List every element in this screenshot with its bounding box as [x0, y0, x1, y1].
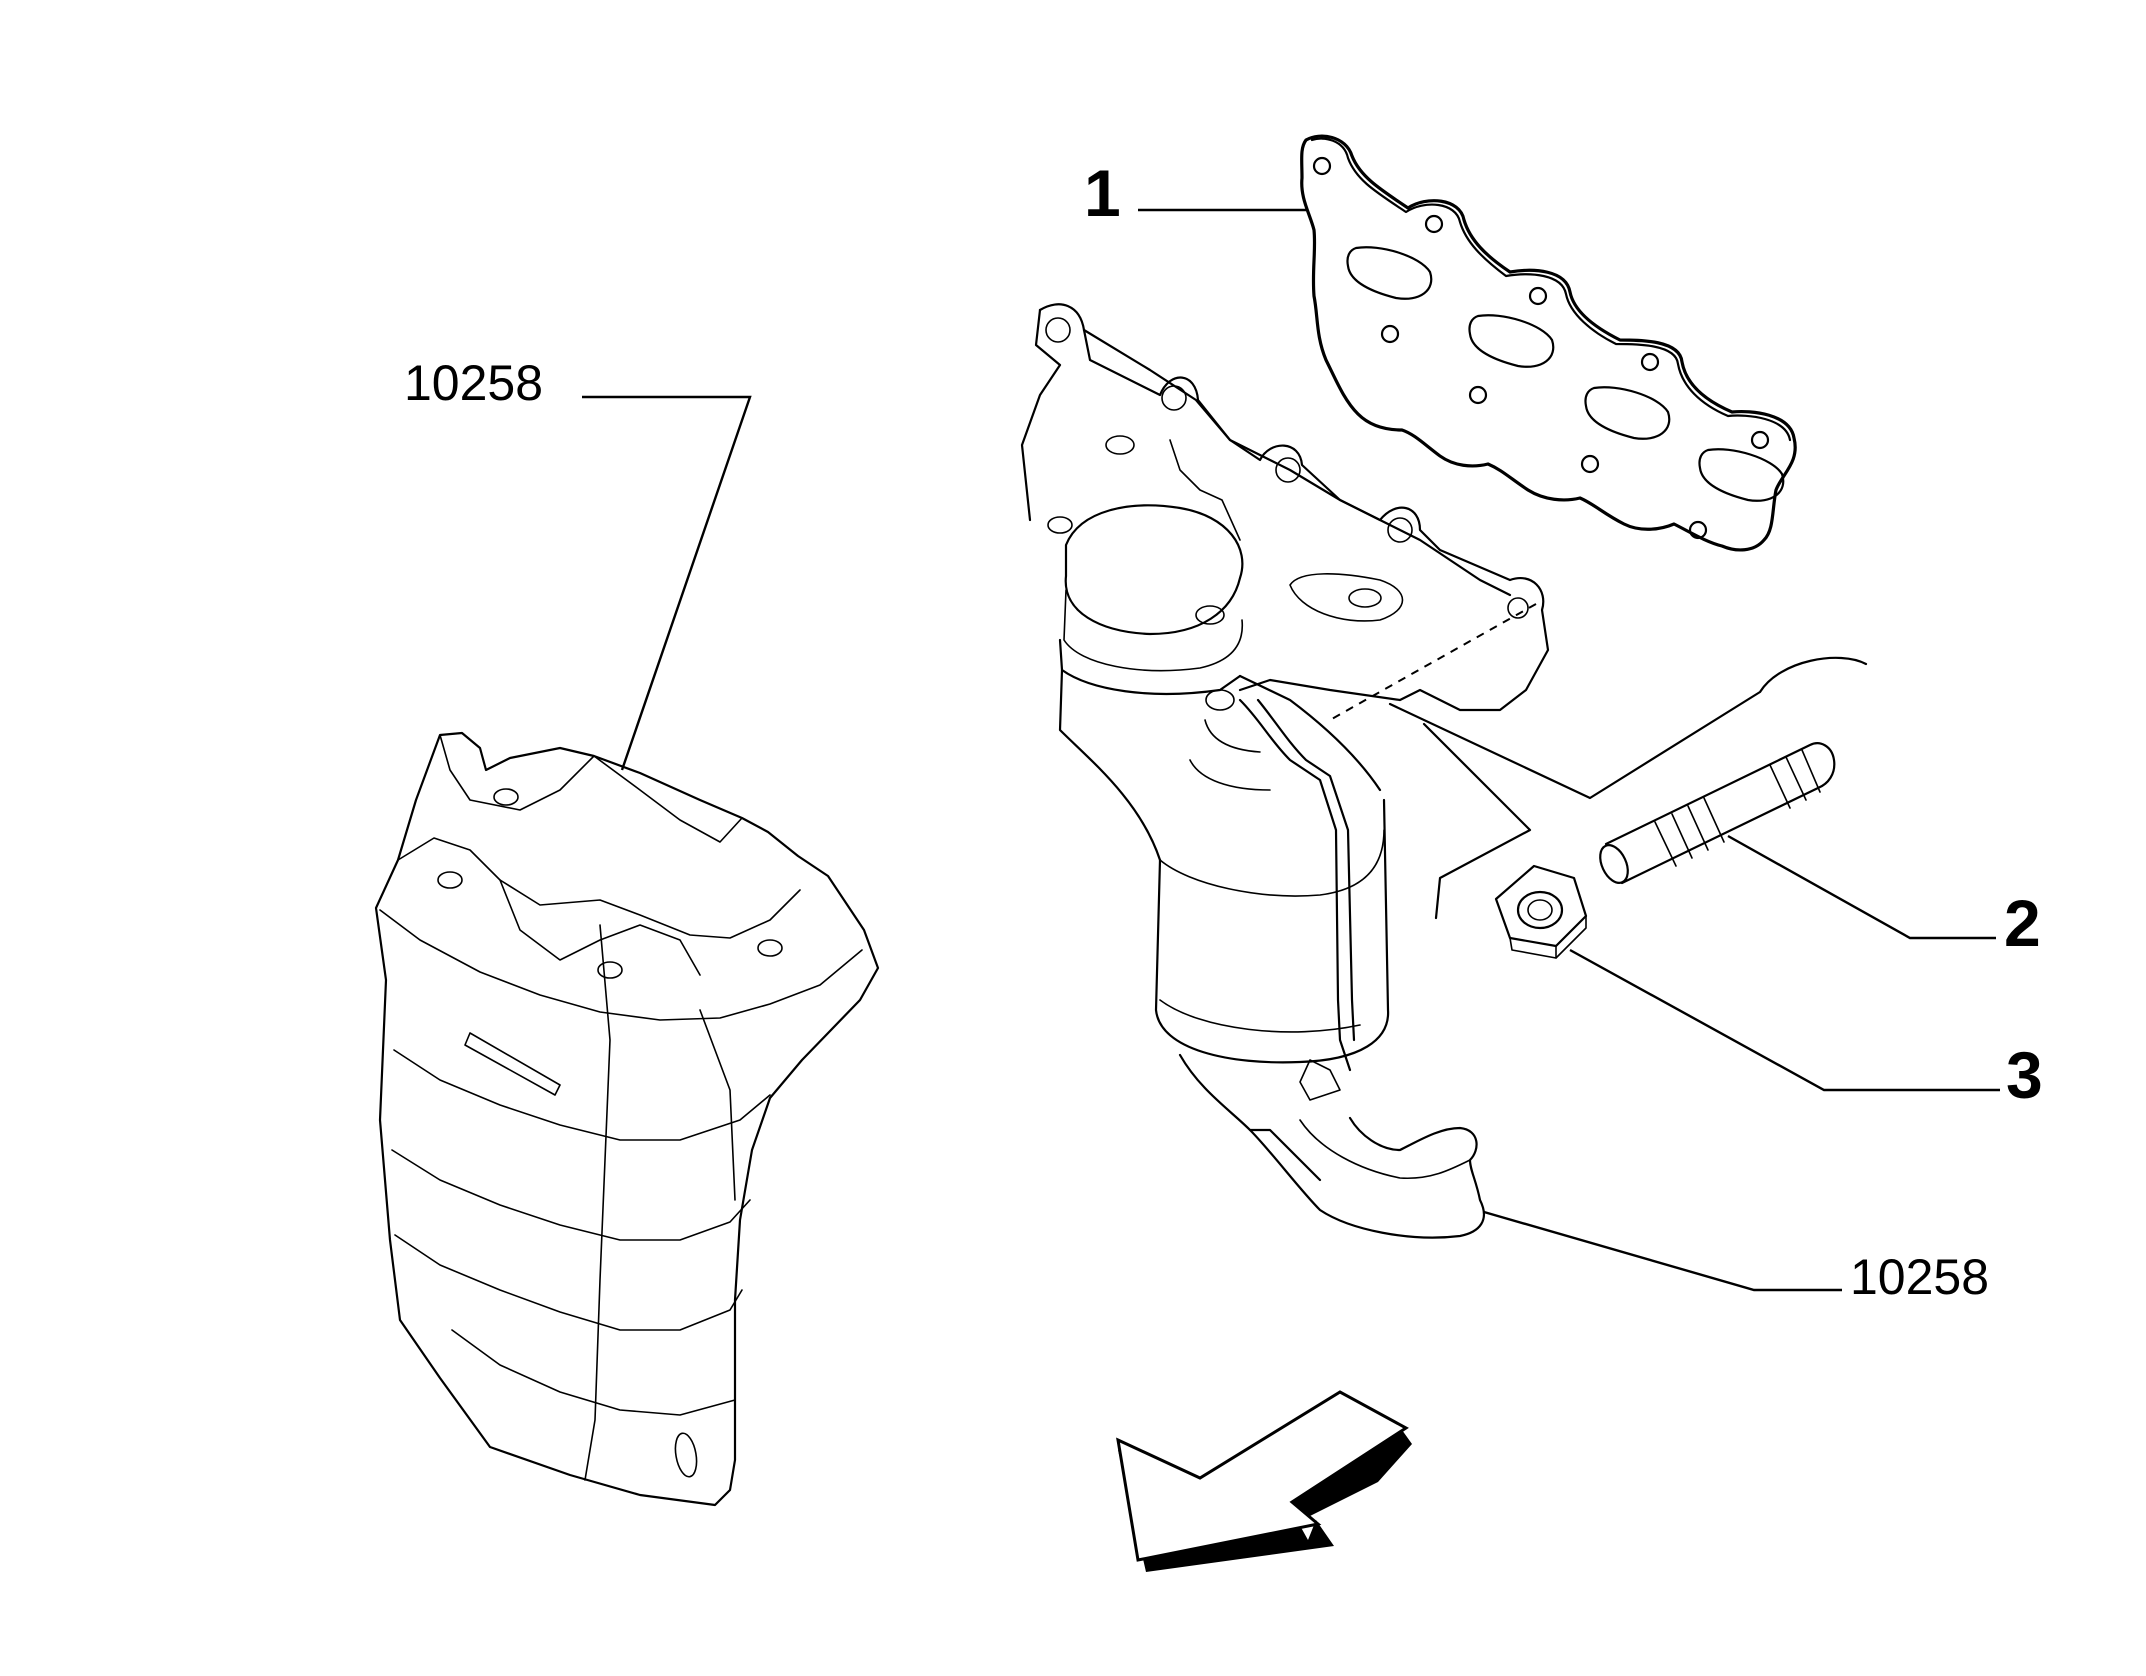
direction-arrow-icon	[1116, 1390, 1412, 1572]
stud-icon	[1599, 742, 1836, 885]
gasket-icon	[1300, 134, 1797, 552]
callout-gasket-number: 1	[1084, 156, 1121, 230]
heat-shield-icon	[374, 731, 880, 1507]
assembly-bracket-line	[1422, 722, 1532, 920]
exhaust-manifold-icon	[1020, 303, 1550, 1239]
leader-line-stud	[1727, 834, 1996, 940]
callout-downpipe-ref: 10258	[1850, 1249, 1989, 1305]
nut-icon	[1494, 864, 1588, 959]
assembly-bracket-line	[1388, 656, 1868, 800]
leader-line-downpipe	[1483, 1210, 1842, 1292]
callout-nut-number: 3	[2006, 1038, 2043, 1112]
callout-heat-shield-ref: 10258	[404, 355, 543, 411]
callout-stud-number: 2	[2004, 886, 2041, 960]
leader-line-heat-shield	[582, 395, 752, 771]
leader-line-nut	[1569, 948, 2000, 1092]
